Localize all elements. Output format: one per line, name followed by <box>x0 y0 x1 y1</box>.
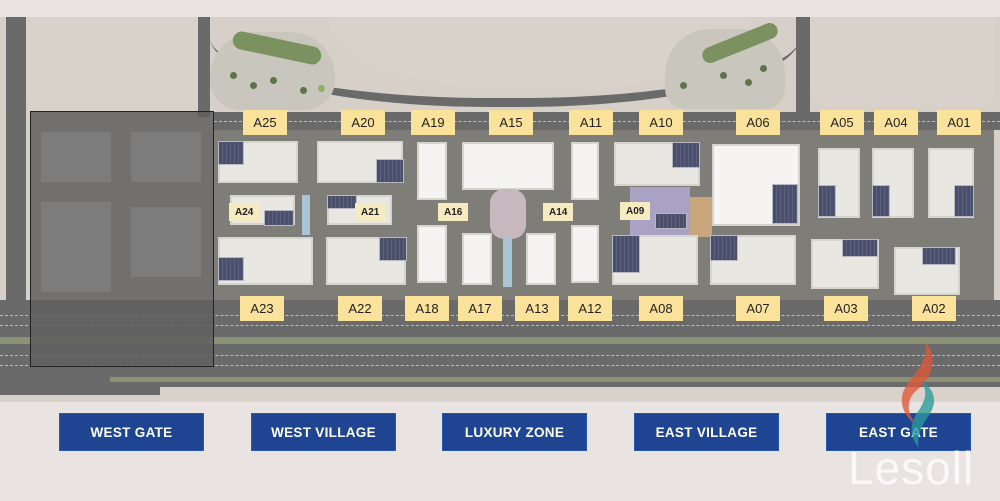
sand-area <box>25 17 205 112</box>
zone-button-west-gate[interactable]: WEST GATE <box>59 413 204 451</box>
plot-label-a22[interactable]: A22 <box>338 296 382 321</box>
masterplan-map <box>0 17 1000 402</box>
tree <box>720 72 727 79</box>
plot-label-a02[interactable]: A02 <box>912 296 956 321</box>
solar-panel <box>710 235 738 261</box>
solar-panel <box>672 142 700 168</box>
building-ghost <box>41 132 111 182</box>
highway-median <box>0 337 1000 344</box>
plot-label-a25[interactable]: A25 <box>243 110 287 135</box>
building <box>462 142 554 190</box>
unavailable-plot-overlay <box>30 111 214 367</box>
solar-panel <box>818 185 836 217</box>
plot-label-a23[interactable]: A23 <box>240 296 284 321</box>
building <box>462 233 492 285</box>
plot-label-a07[interactable]: A07 <box>736 296 780 321</box>
lane-marking <box>0 325 1000 326</box>
courtyard <box>690 197 712 237</box>
tree <box>270 77 277 84</box>
sand-area <box>160 387 1000 402</box>
building <box>526 233 556 285</box>
solar-panel <box>612 235 640 273</box>
building <box>417 225 447 283</box>
plot-label-a18[interactable]: A18 <box>405 296 449 321</box>
plot-label-a06[interactable]: A06 <box>736 110 780 135</box>
lane-marking <box>0 365 1000 366</box>
solar-panel <box>772 184 798 224</box>
zone-button-east-gate[interactable]: EAST GATE <box>826 413 971 451</box>
plot-label-a14[interactable]: A14 <box>543 203 574 221</box>
road <box>796 17 810 117</box>
road <box>6 17 26 347</box>
tree <box>760 65 767 72</box>
plot-label-a21[interactable]: A21 <box>355 203 386 221</box>
building-ghost <box>131 132 201 182</box>
solar-panel <box>922 247 956 265</box>
central-plaza <box>490 189 526 239</box>
water-feature <box>302 195 310 235</box>
plot-label-a20[interactable]: A20 <box>341 110 385 135</box>
solar-panel <box>379 237 407 261</box>
plot-label-a11[interactable]: A11 <box>569 110 613 135</box>
highway-median <box>110 377 1000 382</box>
plot-label-a24[interactable]: A24 <box>229 203 260 221</box>
tree <box>230 72 237 79</box>
solar-panel <box>655 213 687 229</box>
lesoll-logo-icon <box>901 342 935 448</box>
plot-label-a03[interactable]: A03 <box>824 296 868 321</box>
tree <box>745 79 752 86</box>
solar-panel <box>264 210 294 226</box>
plot-label-a04[interactable]: A04 <box>874 110 918 135</box>
tree <box>680 82 687 89</box>
solar-panel <box>842 239 878 257</box>
zone-button-west-village[interactable]: WEST VILLAGE <box>251 413 396 451</box>
building <box>571 142 599 200</box>
road <box>198 17 210 117</box>
curved-road <box>210 17 800 107</box>
building <box>872 148 914 218</box>
plot-label-a09[interactable]: A09 <box>620 202 651 220</box>
solar-panel <box>954 185 974 217</box>
plot-label-a12[interactable]: A12 <box>568 296 612 321</box>
plot-label-a19[interactable]: A19 <box>411 110 455 135</box>
building-ghost <box>131 207 201 277</box>
zone-button-east-village[interactable]: EAST VILLAGE <box>634 413 779 451</box>
zone-button-luxury-zone[interactable]: LUXURY ZONE <box>442 413 587 451</box>
solar-panel <box>376 159 404 183</box>
plot-label-a13[interactable]: A13 <box>515 296 559 321</box>
solar-panel <box>218 257 244 281</box>
building <box>571 225 599 283</box>
lane-marking <box>0 355 1000 356</box>
sand-area <box>810 17 995 107</box>
water-channel <box>503 237 512 287</box>
building-ghost <box>41 202 111 292</box>
solar-panel <box>218 141 244 165</box>
plot-label-a05[interactable]: A05 <box>820 110 864 135</box>
solar-panel <box>327 195 357 209</box>
solar-panel <box>872 185 890 217</box>
watermark-text: Lesoll <box>848 442 975 494</box>
building <box>417 142 447 200</box>
plot-label-a17[interactable]: A17 <box>458 296 502 321</box>
plot-label-a01[interactable]: A01 <box>937 110 981 135</box>
plot-label-a10[interactable]: A10 <box>639 110 683 135</box>
tree <box>318 85 325 92</box>
tree <box>250 82 257 89</box>
plot-label-a08[interactable]: A08 <box>639 296 683 321</box>
tree <box>300 87 307 94</box>
plot-label-a15[interactable]: A15 <box>489 110 533 135</box>
plot-label-a16[interactable]: A16 <box>438 203 469 221</box>
